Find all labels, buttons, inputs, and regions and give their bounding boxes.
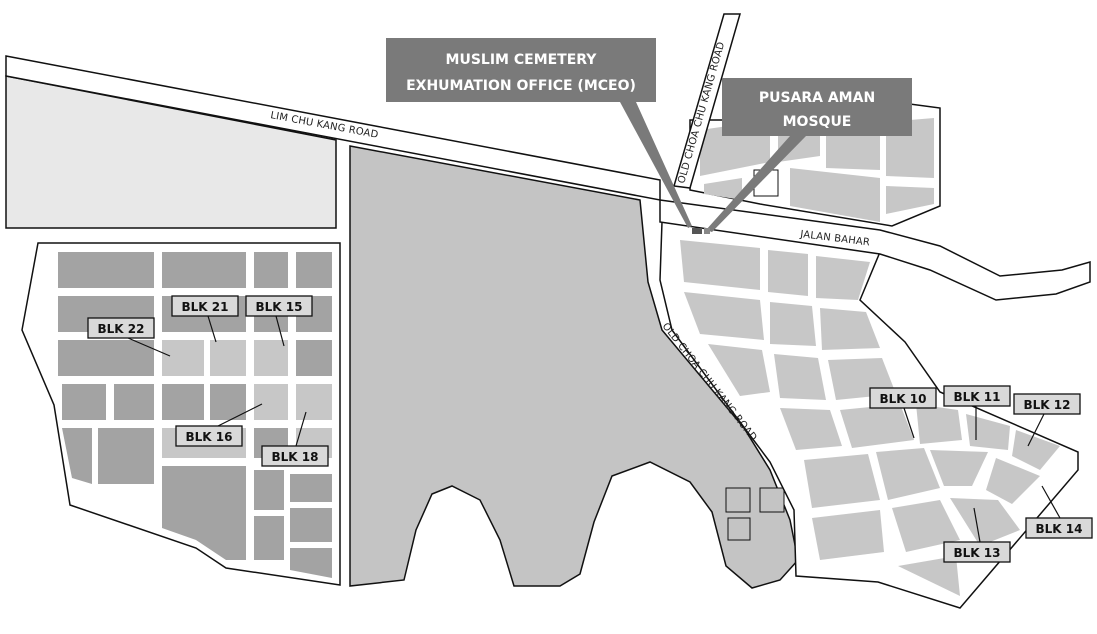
central-cemetery-area [349, 145, 799, 589]
mceo-callout-line2: EXHUMATION OFFICE (MCEO) [406, 78, 636, 94]
block-label-13[interactable]: BLK 13 [943, 507, 1011, 563]
svg-text:BLK 22: BLK 22 [98, 322, 145, 336]
central-plot-b [759, 487, 785, 513]
block-label-18[interactable]: BLK 18 [261, 411, 329, 467]
mosque-callout-line2: MOSQUE [783, 114, 852, 130]
central-plot-c [727, 517, 751, 541]
mosque-callout-line1: PUSARA AMAN [759, 90, 875, 106]
block-label-22[interactable]: BLK 22 [87, 317, 171, 357]
mceo-callout-box [386, 38, 656, 102]
block-label-11[interactable]: BLK 11 [943, 385, 1011, 440]
svg-text:BLK 14: BLK 14 [1036, 522, 1083, 536]
svg-text:BLK 13: BLK 13 [954, 546, 1001, 560]
northwest-land [5, 75, 337, 229]
mceo-callout[interactable]: MUSLIM CEMETERY EXHUMATION OFFICE (MCEO) [386, 38, 702, 234]
svg-text:BLK 10: BLK 10 [880, 392, 927, 406]
svg-text:BLK 11: BLK 11 [954, 390, 1001, 404]
mosque-callout[interactable]: PUSARA AMAN MOSQUE [704, 78, 912, 234]
central-plot-a [725, 487, 751, 513]
block-label-14[interactable]: BLK 14 [1025, 485, 1093, 539]
block-label-21[interactable]: BLK 21 [171, 295, 239, 343]
block-label-15[interactable]: BLK 15 [245, 295, 313, 347]
svg-text:BLK 16: BLK 16 [186, 430, 233, 444]
mceo-callout-line1: MUSLIM CEMETERY [446, 52, 598, 68]
svg-text:BLK 12: BLK 12 [1024, 398, 1071, 412]
mceo-location-marker [692, 228, 702, 234]
block-label-16[interactable]: BLK 16 [175, 403, 263, 447]
svg-text:BLK 18: BLK 18 [272, 450, 319, 464]
old-choa-chu-kang-north-road-shape [673, 13, 741, 189]
block-label-12[interactable]: BLK 12 [1013, 393, 1081, 447]
svg-text:BLK 15: BLK 15 [256, 300, 303, 314]
mosque-callout-box [722, 78, 912, 136]
mosque-location-marker [704, 228, 710, 234]
jalan-bahar-road-shape [659, 199, 1091, 301]
west-cemetery [21, 242, 341, 586]
mceo-callout-pointer [620, 102, 692, 228]
east-cemetery [659, 221, 1079, 609]
mosque-callout-pointer [706, 136, 806, 232]
block-label-10[interactable]: BLK 10 [869, 387, 937, 439]
svg-text:BLK 21: BLK 21 [182, 300, 229, 314]
